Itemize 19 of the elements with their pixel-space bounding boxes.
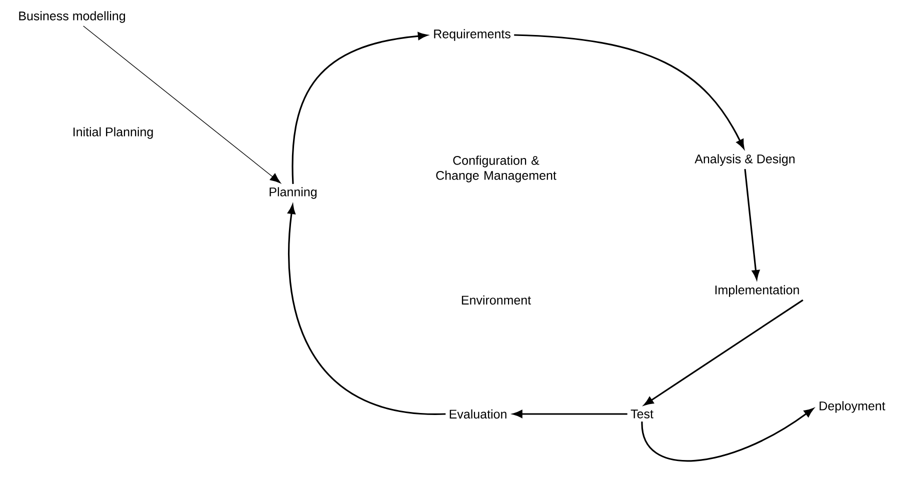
arrow [292,32,428,184]
arrow [512,410,628,418]
area-label: Environment [462,295,531,305]
stage-label: Evaluation [450,409,506,419]
area-label: Configuration & Change Management [436,156,556,182]
arrow [744,168,760,280]
stage-label: Test [630,410,654,418]
stage-label: Planning [270,187,317,199]
arrow [288,204,446,415]
arrow [82,26,281,184]
stage-label: Implementation [715,285,799,297]
stage-label: Analysis & Design [694,154,795,166]
edge-label: Initial Planning [71,126,155,140]
stage-label: Deployment [820,401,886,413]
stage-label: Requirements [434,29,510,41]
arrow [641,408,814,462]
arrow [644,299,804,406]
stage-label: Business modelling [19,11,126,23]
arrow [514,34,744,149]
